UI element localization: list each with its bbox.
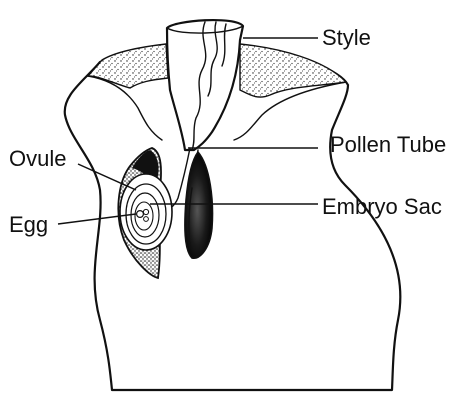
egg-cell [137, 211, 144, 218]
embryo-sac-label: Embryo Sac [322, 194, 442, 219]
synergid-cell [143, 209, 148, 214]
egg-label: Egg [9, 212, 48, 237]
style-label: Style [322, 25, 371, 50]
pollen-tube-label: Pollen Tube [330, 132, 446, 157]
ovule-label: Ovule [9, 146, 66, 171]
synergid-cell-2 [144, 217, 149, 222]
